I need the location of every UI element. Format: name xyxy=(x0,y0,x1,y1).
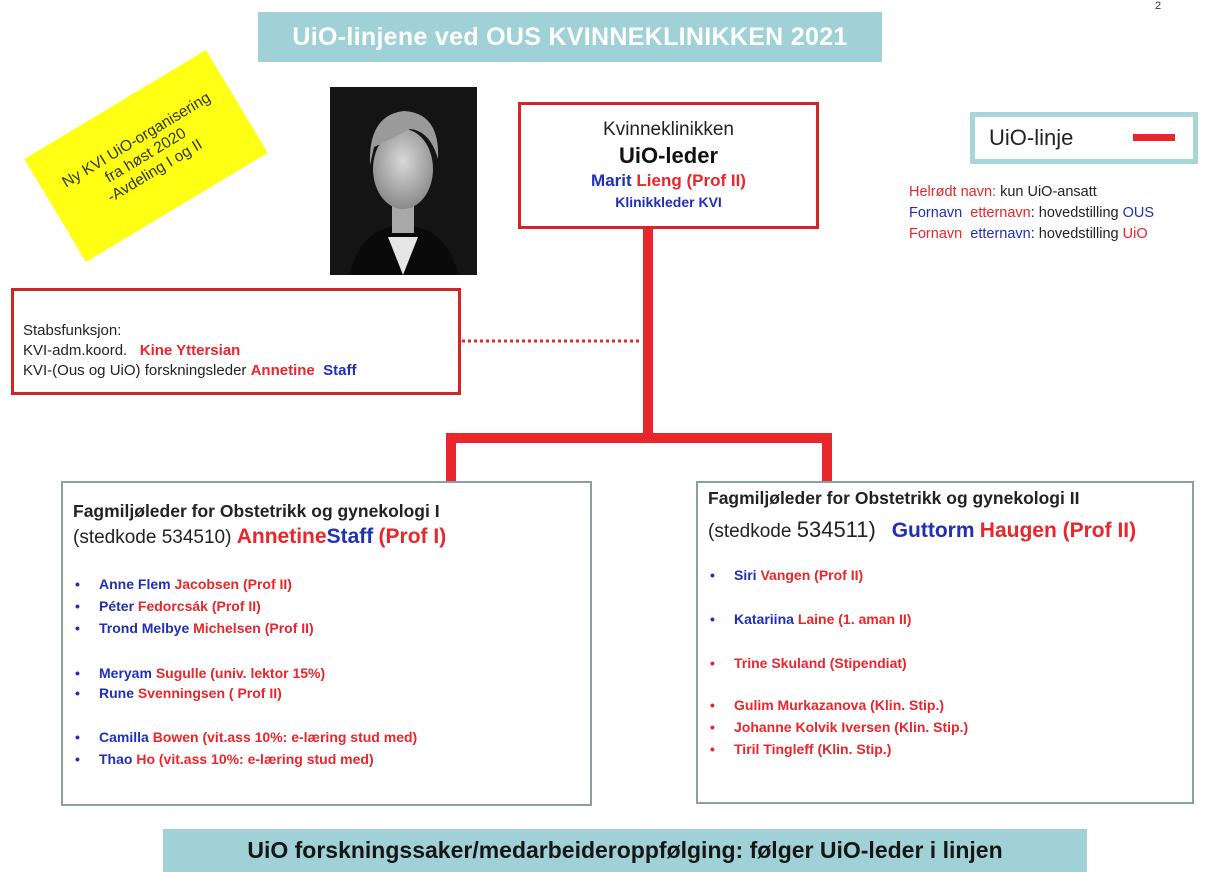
legend-org: OUS xyxy=(1122,205,1155,221)
leader-role: UiO-leder xyxy=(618,143,719,168)
department-code: (stedkode xyxy=(708,521,797,542)
staff-row: KVI-adm.koord. Kine Yttersian xyxy=(23,341,458,361)
legend-first-name: Fornavn xyxy=(909,226,963,242)
legend-red-name: Helrødt navn: xyxy=(909,184,997,200)
list-item: •Trine Skuland (Stipendiat) xyxy=(710,655,907,671)
list-item: •Camilla Bowen (vit.ass 10%: e-læring st… xyxy=(75,729,418,745)
staff-name: Kine Yttersian xyxy=(139,342,241,359)
member-first-name: Péter xyxy=(99,598,135,614)
member-first-name: Katariina xyxy=(734,611,794,627)
member-first-name: Thao xyxy=(99,751,133,767)
list-item: •Péter Fedorcsák (Prof II) xyxy=(75,598,261,614)
member-first-name: Anne Flem xyxy=(99,576,171,592)
member-last-name: Fedorcsák (Prof II) xyxy=(137,598,261,614)
member-first-name: Meryam xyxy=(99,665,152,681)
staff-last-name: Staff xyxy=(323,362,357,379)
member-last-name: Sugulle (univ. lektor 15%) xyxy=(155,665,326,681)
department-title: Fagmiljøleder for Obstetrikk og gynekolo… xyxy=(73,501,440,521)
department-leader-first: Guttorm xyxy=(891,519,975,542)
member-first-name: Camilla xyxy=(99,729,149,745)
legend-last-name: etternavn xyxy=(970,226,1031,242)
legend-org: UiO xyxy=(1122,226,1148,242)
legend-row: Fornavn etternavn: hovedstilling UiO xyxy=(909,224,1154,245)
leader-last-name: Lieng (Prof II) xyxy=(636,171,746,190)
staff-row: KVI-(Ous og UiO) forskningsleder Annetin… xyxy=(23,361,458,381)
member-last-name: Svenningsen ( Prof II) xyxy=(137,685,282,701)
legend-row: Fornavn etternavn: hovedstilling OUS xyxy=(909,203,1154,224)
department-leader-line: (stedkode 534510) AnnetineStaff (Prof I) xyxy=(73,525,446,549)
staff-heading: Stabsfunksjon: xyxy=(23,322,122,339)
legend-text: : hovedstilling xyxy=(1030,205,1123,221)
member-first-name: Trond Melbye xyxy=(99,620,190,636)
clinic-leader-box: Kvinneklinikken UiO-leder Marit Lieng (P… xyxy=(518,102,819,229)
department-box-1: Fagmiljøleder for Obstetrikk og gynekolo… xyxy=(61,481,592,806)
member-name: Trine Skuland (Stipendiat) xyxy=(734,655,907,671)
department-leader-line: (stedkode 534511) Guttorm Haugen (Prof I… xyxy=(708,517,1136,543)
department-code: (stedkode 534510) xyxy=(73,527,232,548)
legend-last-name: etternavn xyxy=(970,205,1031,221)
department-leader-last: Haugen (Prof II) xyxy=(979,519,1137,542)
legend-text: kun UiO-ansatt xyxy=(996,184,1097,200)
page-number: 2 xyxy=(1155,0,1162,12)
clinic-name: Kvinneklinikken xyxy=(603,119,734,140)
staff-first-name: Annetine xyxy=(250,362,315,379)
list-item: •Gulim Murkazanova (Klin. Stip.) xyxy=(710,697,945,713)
uio-line-swatch xyxy=(1133,134,1175,141)
department-title: Fagmiljøleder for Obstetrikk og gynekolo… xyxy=(708,488,1080,508)
leader-position: Klinikkleder KVI xyxy=(615,194,722,210)
list-item: •Tiril Tingleff (Klin. Stip.) xyxy=(710,741,892,757)
list-item: •Johanne Kolvik Iversen (Klin. Stip.) xyxy=(710,719,969,735)
member-name: Gulim Murkazanova (Klin. Stip.) xyxy=(734,697,945,713)
member-last-name: Ho (vit.ass 10%: e-læring stud med) xyxy=(136,751,374,767)
legend-explanation: Helrødt navn: kun UiO-ansatt Fornavn ett… xyxy=(909,182,1154,245)
member-last-name: Laine (1. aman II) xyxy=(797,611,912,627)
list-item: •Rune Svenningsen ( Prof II) xyxy=(75,685,282,701)
staff-function-box: Stabsfunksjon: KVI-adm.koord. Kine Ytter… xyxy=(11,288,461,395)
member-last-name: Bowen (vit.ass 10%: e-læring stud med) xyxy=(152,729,418,745)
member-name: Johanne Kolvik Iversen (Klin. Stip.) xyxy=(734,719,969,735)
page-title: UiO-linjene ved OUS KVINNEKLINIKKEN 2021 xyxy=(258,12,882,62)
member-first-name: Siri xyxy=(734,567,757,583)
member-last-name: Michelsen (Prof II) xyxy=(193,620,314,636)
member-name: Tiril Tingleff (Klin. Stip.) xyxy=(734,741,892,757)
list-item: •Trond Melbye Michelsen (Prof II) xyxy=(75,620,314,636)
list-item: •Katariina Laine (1. aman II) xyxy=(710,611,912,627)
leader-name: Marit Lieng (Prof II) xyxy=(521,171,816,191)
member-last-name: Vangen (Prof II) xyxy=(760,567,864,583)
legend-text: : hovedstilling xyxy=(1030,226,1123,242)
staff-label: KVI-(Ous og UiO) forskningsleder xyxy=(23,362,247,379)
department-leader-title: (Prof I) xyxy=(378,525,447,548)
department-leader-first: Annetine xyxy=(236,525,327,548)
footer-banner: UiO forskningssaker/medarbeideroppfølgin… xyxy=(163,829,1087,872)
list-item: •Siri Vangen (Prof II) xyxy=(710,567,864,583)
department-code-number: 534511) xyxy=(796,517,876,542)
list-item: •Meryam Sugulle (univ. lektor 15%) xyxy=(75,665,326,681)
leader-portrait xyxy=(330,87,477,275)
member-last-name: Jacobsen (Prof II) xyxy=(174,576,292,592)
leader-first-name: Marit xyxy=(591,171,632,190)
staff-label: KVI-adm.koord. xyxy=(23,342,128,359)
legend-label: UiO-linje xyxy=(989,125,1074,150)
list-item: •Anne Flem Jacobsen (Prof II) xyxy=(75,576,292,592)
legend-box: UiO-linje xyxy=(970,112,1198,164)
list-item: •Thao Ho (vit.ass 10%: e-læring stud med… xyxy=(75,751,374,767)
legend-row: Helrødt navn: kun UiO-ansatt xyxy=(909,182,1154,203)
department-box-2: Fagmiljøleder for Obstetrikk og gynekolo… xyxy=(696,481,1194,804)
department-leader-last: Staff xyxy=(326,525,374,548)
legend-first-name: Fornavn xyxy=(909,205,963,221)
member-first-name: Rune xyxy=(99,685,134,701)
